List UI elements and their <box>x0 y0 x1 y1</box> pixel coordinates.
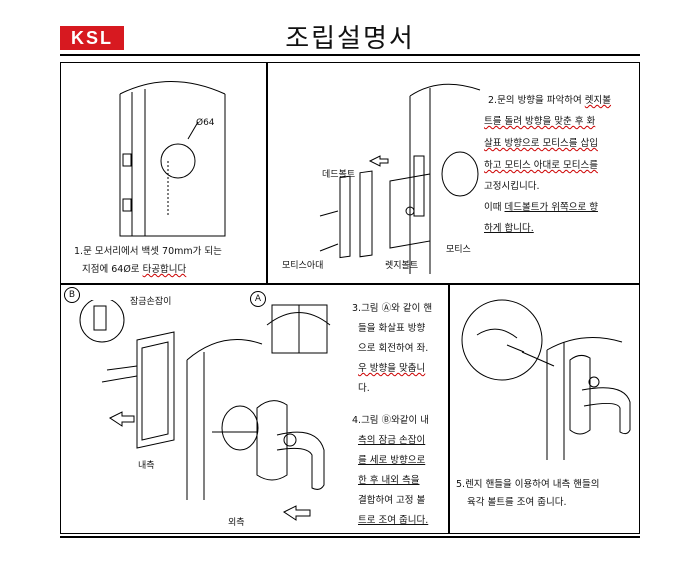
step2-line1-underlined: 렛지볼 <box>584 95 612 106</box>
step3-line4: 우 방향을 맞춥니 <box>358 363 426 374</box>
divider-vertical-top <box>266 62 268 284</box>
step5-line2: 육각 볼트를 조여 줍니다. <box>467 497 567 508</box>
step4-line6: 트로 조여 줍니다. <box>358 515 429 526</box>
step2-line2: 트를 돌려 방향을 맞춘 후 화 <box>484 116 596 127</box>
inner-side-label: 내측 <box>138 461 155 471</box>
step2-line1: 2.문의 방향을 파악하여 렛지볼 <box>488 92 611 109</box>
step1-line2-underlined: 타공합니다 <box>142 264 187 275</box>
mortise-label: 모티스 <box>446 245 471 255</box>
step4-line1: 4.그림 Ⓑ와같이 내 <box>352 415 430 426</box>
instruction-frame <box>60 62 640 534</box>
step4-line2: 측의 잠금 손잡이 <box>358 435 426 446</box>
mortise-cover-label: 모티스아대 <box>282 261 324 271</box>
assembly-illustration <box>79 300 331 521</box>
latch-bolt-label: 렛지볼트 <box>385 261 419 271</box>
step2-line5: 고정시킵니다. <box>484 181 540 192</box>
ksl-logo: KSL <box>60 26 124 50</box>
mortise-insert-illustration <box>319 83 481 274</box>
step1-line1: 1.문 모서리에서 백셋 70mm가 되는 <box>74 246 222 257</box>
divider-vertical-bottom <box>448 283 450 533</box>
step4-line4: 한 후 내외 측을 <box>358 475 420 486</box>
step1-line2-prefix: 지점에 64Ø로 <box>82 264 143 275</box>
step3-line5: 다. <box>358 383 370 394</box>
divider-horizontal <box>60 283 640 285</box>
step4-line3: 를 세로 방향으로 <box>358 455 426 466</box>
wrench-tighten-illustration <box>461 299 631 460</box>
hole-diameter-label: Ø64 <box>196 118 215 128</box>
step2-line6-text: 이때 <box>484 202 505 213</box>
step2-line6-underlined: 데드볼트가 위쪽으로 향 <box>504 202 598 213</box>
step2-line3: 살표 방향으로 모티스를 삽입 <box>484 138 598 149</box>
outer-side-label: 외측 <box>228 518 245 528</box>
step3-line3: 으로 회전하여 좌. <box>358 343 429 354</box>
step2-line4: 하고 모티스 아대로 모티스를 <box>484 160 598 171</box>
step3-line2: 들을 화살표 방향 <box>358 323 426 334</box>
step2-line7: 하게 합니다. <box>484 223 534 234</box>
step4-line5: 결합하여 고정 볼 <box>358 495 426 506</box>
footer-divider <box>60 536 640 538</box>
lock-knob-label: 잠금손잡이 <box>130 297 172 307</box>
step1-line2: 지점에 64Ø로 타공합니다 <box>82 261 186 278</box>
page-title: 조립설명서 <box>285 24 415 54</box>
badge-b: B <box>64 287 80 303</box>
door-drill-illustration <box>119 81 226 237</box>
header-divider <box>60 54 640 56</box>
badge-a: A <box>250 291 266 307</box>
deadbolt-label: 데드볼트 <box>322 170 356 180</box>
step3-line1: 3.그림 Ⓐ와 같이 핸 <box>352 303 433 314</box>
step5-line1: 5.렌지 핸들을 이용하여 내측 핸들의 <box>456 479 600 490</box>
step2-line6: 이때 데드볼트가 위쪽으로 향 <box>484 199 598 216</box>
step2-line1-text: 2.문의 방향을 파악하여 <box>488 95 585 106</box>
